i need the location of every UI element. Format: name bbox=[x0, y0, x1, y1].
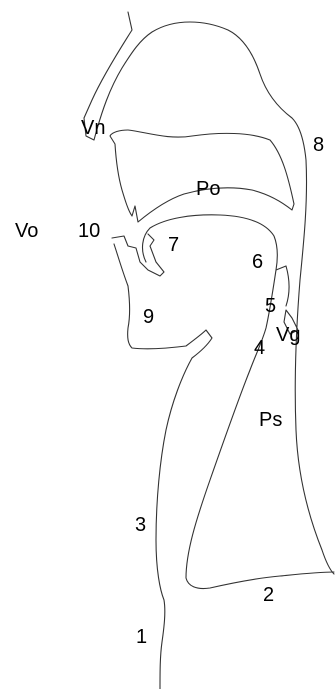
label-4: 4 bbox=[254, 337, 265, 359]
teeth-contour bbox=[112, 234, 164, 276]
tongue-contour bbox=[143, 215, 334, 589]
label-10: 10 bbox=[78, 220, 100, 242]
label-5: 5 bbox=[265, 295, 276, 317]
label-3: 3 bbox=[135, 514, 146, 536]
label-6: 6 bbox=[252, 251, 263, 273]
label-7: 7 bbox=[168, 234, 179, 256]
label-1: 1 bbox=[136, 626, 147, 648]
label-vn: Vn bbox=[81, 117, 105, 139]
label-vo: Vo bbox=[15, 220, 38, 242]
velum-contour bbox=[276, 266, 289, 306]
label-9: 9 bbox=[143, 306, 154, 328]
nasal-cavity-outer-contour bbox=[84, 12, 334, 574]
jaw-and-throat-contour bbox=[114, 244, 212, 689]
label-8: 8 bbox=[313, 134, 324, 156]
label-po: Po bbox=[196, 178, 220, 200]
label-vg: Vg bbox=[276, 324, 300, 346]
hard-palate-contour bbox=[110, 130, 294, 222]
label-ps: Ps bbox=[259, 409, 282, 431]
label-2: 2 bbox=[263, 584, 274, 606]
